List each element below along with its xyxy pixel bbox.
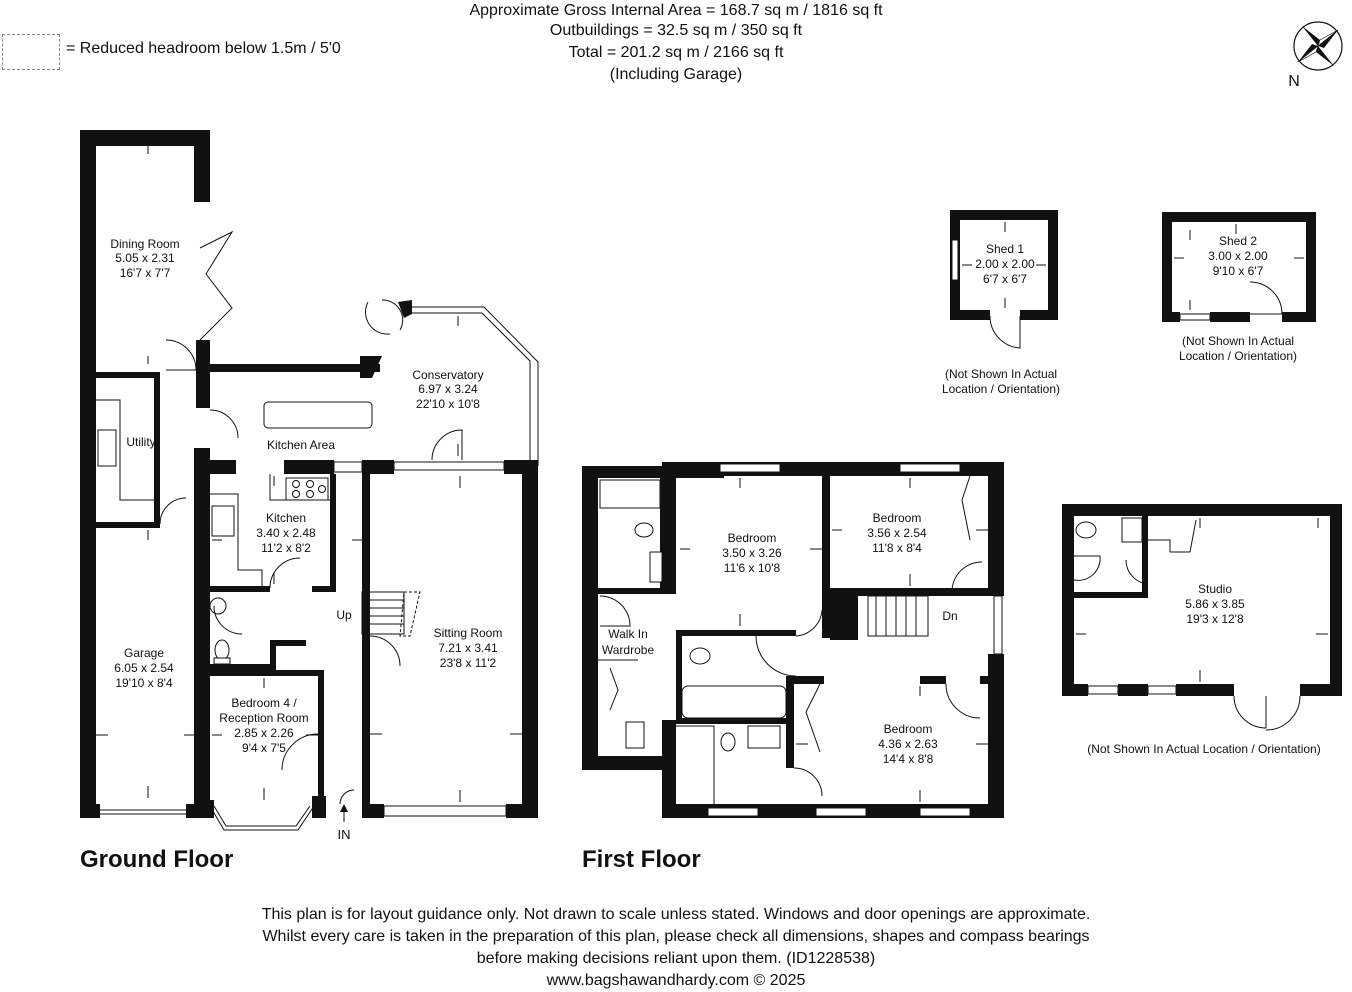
stairs-up-label: Up <box>336 608 352 622</box>
bedroom-b-name: Bedroom <box>873 511 922 525</box>
bedroom-c-name: Bedroom <box>884 722 933 736</box>
garage-imperial: 19'10 x 8'4 <box>115 676 173 690</box>
sitting-room-name: Sitting Room <box>434 626 503 640</box>
reduced-headroom-legend: = Reduced headroom below 1.5m / 5'0 <box>66 40 341 57</box>
shed1-note-2: Location / Orientation) <box>942 382 1060 396</box>
first-floor-title: First Floor <box>582 846 701 873</box>
area-gross-internal: Approximate Gross Internal Area = 168.7 … <box>469 2 883 19</box>
shed2-note: (Not Shown In Actual <box>1182 334 1294 348</box>
studio-metric: 5.86 x 3.85 <box>1185 597 1245 611</box>
bedroom4-metric: 2.85 x 2.26 <box>234 726 294 740</box>
shed1-note: (Not Shown In Actual <box>945 367 1057 381</box>
area-total: Total = 201.2 sq m / 2166 sq ft <box>568 44 784 61</box>
conservatory-name: Conservatory <box>412 368 483 382</box>
first-floor-stairs <box>867 595 929 637</box>
ground-stairs <box>361 591 421 637</box>
shed2-imperial: 9'10 x 6'7 <box>1213 264 1264 278</box>
bedroom-c-imperial: 14'4 x 8'8 <box>883 752 934 766</box>
kitchen-name: Kitchen <box>266 511 306 525</box>
reduced-headroom-swatch <box>2 34 60 70</box>
area-note: (Including Garage) <box>609 66 743 83</box>
disclaimer-line-3: before making decisions reliant upon the… <box>476 950 876 967</box>
wardrobe-name: Walk In <box>608 627 648 641</box>
website-link[interactable]: www.bagshawandhardy.com © 2025 <box>546 972 806 989</box>
first-floor-walls <box>582 462 1004 818</box>
dining-room-imperial: 16'7 x 7'7 <box>120 266 171 280</box>
compass-north-label: N <box>1288 73 1300 90</box>
shed2-metric: 3.00 x 2.00 <box>1208 249 1268 263</box>
shed2-note-2: Location / Orientation) <box>1179 349 1297 363</box>
shed2-walls <box>1162 212 1316 322</box>
studio-imperial: 19'3 x 12'8 <box>1186 612 1244 626</box>
compass-icon <box>1293 21 1343 71</box>
wardrobe-name-2: Wardrobe <box>602 643 655 657</box>
bedroom-a-name: Bedroom <box>728 531 777 545</box>
ground-dimension-arrows <box>96 146 522 802</box>
sitting-room-metric: 7.21 x 3.41 <box>438 641 498 655</box>
studio-note: (Not Shown In Actual Location / Orientat… <box>1087 742 1320 756</box>
bedroom-a-imperial: 11'6 x 10'8 <box>724 561 781 575</box>
conservatory-metric: 6.97 x 3.24 <box>418 382 478 396</box>
area-outbuildings: Outbuildings = 32.5 sq m / 350 sq ft <box>549 22 803 39</box>
entrance-label: IN <box>338 827 351 842</box>
bedroom4-imperial: 9'4 x 7'5 <box>242 741 286 755</box>
conservatory-imperial: 22'10 x 10'8 <box>416 397 480 411</box>
dining-room-name: Dining Room <box>110 237 179 251</box>
shed1-imperial: 6'7 x 6'7 <box>983 272 1027 286</box>
ground-floor-title: Ground Floor <box>80 846 234 873</box>
disclaimer-line-1: This plan is for layout guidance only. N… <box>261 906 1091 923</box>
garage-metric: 6.05 x 2.54 <box>114 661 174 675</box>
bedroom-b-metric: 3.56 x 2.54 <box>867 526 927 540</box>
stairs-down-label: Dn <box>942 609 957 623</box>
ground-floor-walls <box>80 130 538 818</box>
bedroom4-name: Bedroom 4 / <box>231 696 297 710</box>
dining-room-metric: 5.05 x 2.31 <box>115 251 175 265</box>
utility-name: Utility <box>126 435 155 449</box>
kitchen-area-name: Kitchen Area <box>267 438 335 452</box>
bedroom-b-imperial: 11'8 x 8'4 <box>872 541 922 555</box>
studio-walls <box>1062 504 1342 696</box>
shed2-name: Shed 2 <box>1219 234 1257 248</box>
bedroom-a-metric: 3.50 x 3.26 <box>722 546 782 560</box>
studio-name: Studio <box>1198 582 1232 596</box>
shed1-metric: 2.00 x 2.00 <box>975 257 1035 271</box>
first-floor-dimension-arrows <box>680 478 988 802</box>
shed1-name: Shed 1 <box>986 242 1024 256</box>
kitchen-imperial: 11'2 x 8'2 <box>261 541 311 555</box>
kitchen-metric: 3.40 x 2.48 <box>256 526 316 540</box>
garage-name: Garage <box>124 646 164 660</box>
bedroom4-name-2: Reception Room <box>219 711 308 725</box>
bedroom-c-metric: 4.36 x 2.63 <box>878 737 938 751</box>
disclaimer-line-2: Whilst every care is taken in the prepar… <box>262 928 1090 945</box>
sitting-room-imperial: 23'8 x 11'2 <box>440 656 497 670</box>
